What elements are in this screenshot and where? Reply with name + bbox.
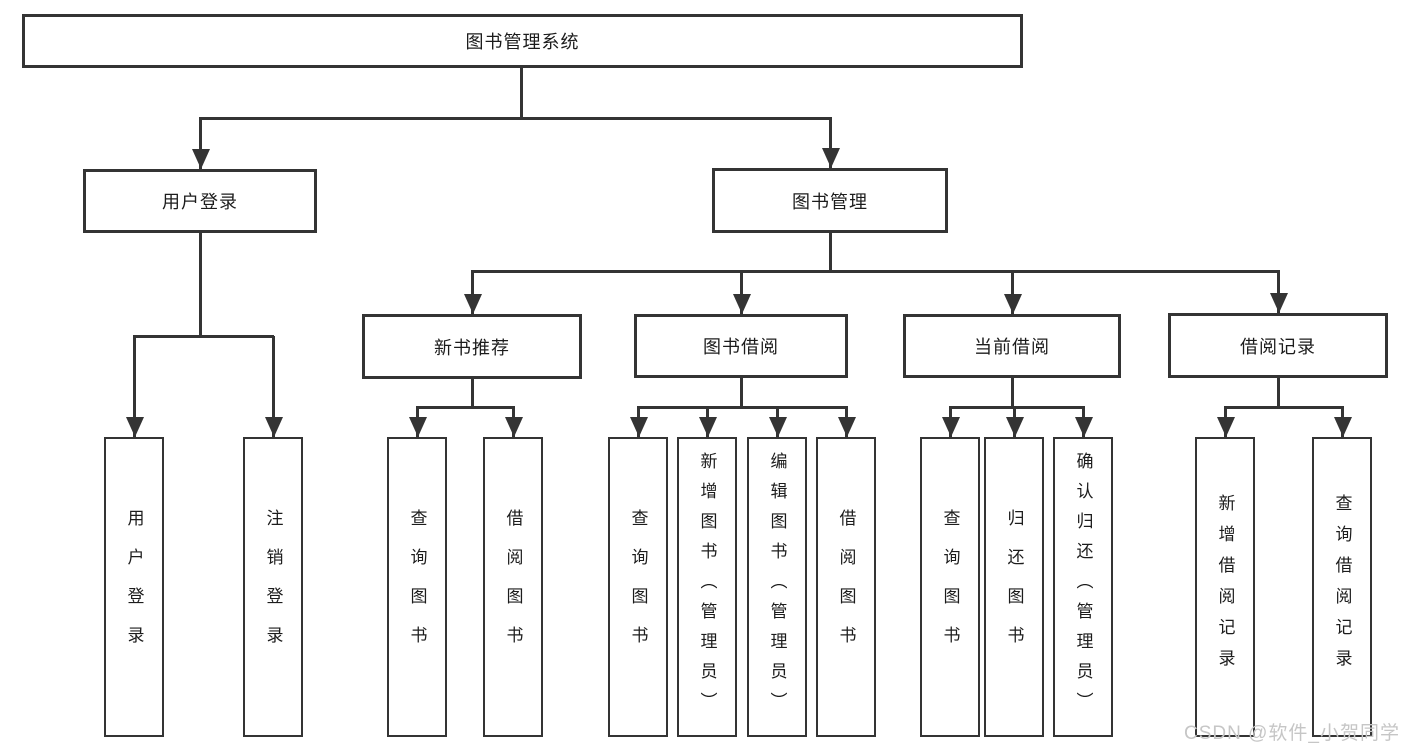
connector-user-login-rail	[133, 335, 274, 338]
leaf-user-login: 用户登录	[104, 437, 164, 737]
arrow-recommend-leaf-2	[512, 407, 515, 437]
arrow-to-book-borrow	[740, 271, 743, 314]
connector-recommend-rail	[416, 406, 515, 409]
arrow-to-leaf-user-login	[133, 336, 136, 437]
leaf-label: 用户登录	[124, 509, 144, 665]
connector-book-mgmt-stem	[829, 232, 832, 272]
arrow-current-leaf-2	[1013, 407, 1016, 437]
node-label: 图书管理系统	[465, 32, 580, 52]
arrow-recommend-leaf-1	[416, 407, 419, 437]
node-user-login-group: 用户登录	[83, 169, 317, 233]
leaf-label: 注销登录	[263, 509, 283, 665]
leaf-borrow-query-books: 查询图书	[608, 437, 668, 737]
leaf-borrow-add-books-admin: 新增图书（管理员）	[677, 437, 737, 737]
arrow-to-current-borrow	[1011, 271, 1014, 314]
node-label: 用户登录	[162, 192, 238, 212]
node-current-borrow: 当前借阅	[903, 314, 1121, 378]
leaf-logout-login: 注销登录	[243, 437, 303, 737]
leaf-label: 查询借阅记录	[1332, 494, 1352, 680]
leaf-label: 新增图书（管理员）	[697, 452, 717, 722]
node-book-management-group: 图书管理	[712, 168, 948, 233]
arrow-current-leaf-1	[949, 407, 952, 437]
leaf-recommend-query-books: 查询图书	[387, 437, 447, 737]
node-label: 借阅记录	[1240, 336, 1316, 357]
connector-borrow-stem	[740, 378, 743, 408]
arrow-to-new-book-recommend	[471, 271, 474, 314]
arrow-current-leaf-3	[1082, 407, 1085, 437]
arrow-records-leaf-1	[1224, 407, 1227, 437]
connector-borrow-rail	[637, 406, 848, 409]
leaf-borrow-edit-books-admin: 编辑图书（管理员）	[747, 437, 807, 737]
connector-recommend-stem	[471, 378, 474, 408]
leaf-borrow-borrow-books: 借阅图书	[816, 437, 876, 737]
leaf-label: 查询图书	[628, 509, 648, 665]
arrow-borrow-leaf-2	[706, 407, 709, 437]
leaf-label: 编辑图书（管理员）	[767, 452, 787, 722]
connector-user-login-stem	[199, 232, 202, 337]
leaf-records-query-borrow-record: 查询借阅记录	[1312, 437, 1372, 737]
arrow-borrow-leaf-4	[845, 407, 848, 437]
connector-current-rail	[949, 406, 1085, 409]
leaf-label: 借阅图书	[503, 509, 523, 665]
node-label: 当前借阅	[974, 337, 1050, 357]
node-label: 图书借阅	[703, 337, 779, 357]
leaf-label: 确认归还（管理员）	[1073, 452, 1093, 722]
node-new-book-recommend: 新书推荐	[362, 314, 582, 379]
arrow-borrow-leaf-3	[776, 407, 779, 437]
arrow-to-book-management	[829, 117, 832, 168]
arrow-to-user-login	[199, 117, 202, 169]
leaf-current-query-books: 查询图书	[920, 437, 980, 737]
csdn-watermark: CSDN @软件_小贺同学	[1184, 723, 1400, 744]
leaf-label: 借阅图书	[836, 509, 856, 665]
leaf-current-return-books: 归还图书	[984, 437, 1044, 737]
node-label: 图书管理	[792, 191, 868, 212]
arrow-to-borrow-records	[1277, 271, 1280, 313]
connector-current-stem	[1011, 378, 1014, 408]
leaf-label: 新增借阅记录	[1215, 494, 1235, 680]
leaf-label: 归还图书	[1004, 509, 1024, 665]
leaf-label: 查询图书	[407, 509, 427, 665]
leaf-records-add-borrow-record: 新增借阅记录	[1195, 437, 1255, 737]
node-book-borrow: 图书借阅	[634, 314, 848, 378]
connector-records-rail	[1224, 406, 1344, 409]
arrow-records-leaf-2	[1341, 407, 1344, 437]
leaf-label: 查询图书	[940, 509, 960, 665]
connector-book-mgmt-rail	[471, 270, 1280, 273]
connector-root-stem	[520, 68, 523, 118]
leaf-recommend-borrow-books: 借阅图书	[483, 437, 543, 737]
node-library-management-system: 图书管理系统	[22, 14, 1023, 68]
node-label: 新书推荐	[434, 337, 510, 358]
leaf-current-confirm-return-admin: 确认归还（管理员）	[1053, 437, 1113, 737]
node-borrow-records: 借阅记录	[1168, 313, 1388, 378]
arrow-borrow-leaf-1	[637, 407, 640, 437]
arrow-to-leaf-logout	[272, 336, 275, 437]
connector-root-rail	[199, 117, 831, 120]
connector-records-stem	[1277, 377, 1280, 408]
